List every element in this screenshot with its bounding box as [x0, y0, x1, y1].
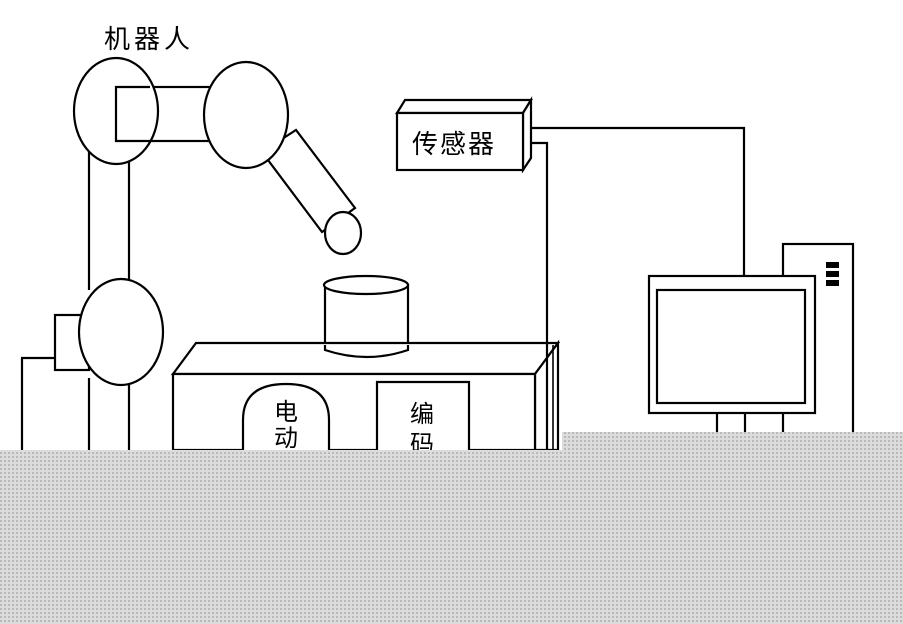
robot-column: [87, 150, 131, 450]
sensor-to-turntable-line: [531, 141, 549, 450]
encoder: [375, 380, 471, 450]
sensor-box: [395, 96, 533, 174]
encoder-label-line1: 编: [410, 400, 434, 428]
workpiece-base: [323, 345, 410, 359]
computer-monitor: [647, 274, 817, 440]
motor-label-line1: 电: [274, 398, 298, 426]
turntable-box: [170, 339, 561, 452]
robot-upper-arm-inner-edge: [114, 85, 150, 143]
occlusion-overlay: [0, 432, 903, 624]
robot-base-joint: [77, 277, 165, 387]
robot-label: 机器人: [104, 25, 194, 55]
robot-end-effector: [323, 210, 363, 256]
robot-cable: [20, 356, 55, 450]
sensor-label: 传感器: [412, 130, 496, 160]
robot-elbow-joint: [202, 60, 290, 170]
sensor-to-computer-line: [531, 126, 746, 276]
motor-label-line2: 动: [274, 424, 298, 452]
workpiece-cylinder: [322, 274, 410, 359]
motor: [241, 382, 331, 450]
